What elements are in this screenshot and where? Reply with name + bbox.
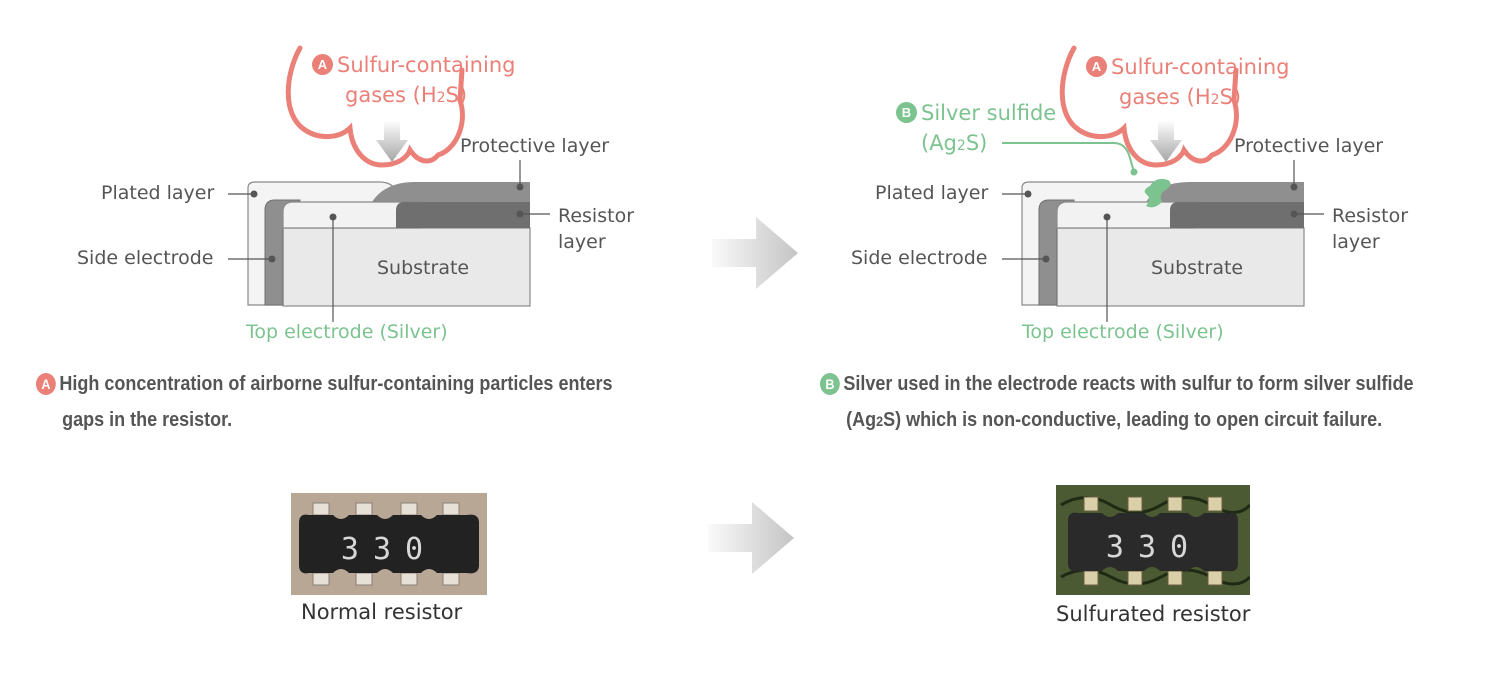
gas-down-arrow (1150, 120, 1182, 162)
gas-label-line2: gases (H (345, 83, 437, 108)
resistor-cross-section-normal (228, 45, 550, 322)
gas-label-line2-suffix: S) (1219, 85, 1242, 110)
silver-sulfide-subscript: 2 (956, 138, 966, 155)
resistor-cross-section-sulfurated (1002, 45, 1324, 322)
leader-lines (1002, 160, 1324, 322)
sulfurated-resistor-photo: 330 (1056, 485, 1250, 595)
resistor-layer-label-line2: layer (558, 231, 606, 253)
substrate-label: Substrate (1151, 257, 1244, 279)
resistor-layer-shape (1170, 202, 1304, 228)
gas-label-line1: Sulfur-containing (337, 53, 516, 77)
gas-down-arrow (376, 120, 408, 162)
badge-a-icon: A (36, 373, 56, 395)
gas-cloud-outline (1059, 45, 1239, 168)
caption-a-line2: gaps in the resistor. (62, 409, 233, 431)
caption-b-line1: Silver used in the electrode reacts with… (843, 373, 1414, 395)
sulfurated-resistor-marking: 330 (1106, 530, 1202, 565)
side-electrode-label: Side electrode (851, 247, 988, 269)
badge-a-icon: A (312, 54, 333, 75)
caption-b-subscript: 2 (876, 413, 884, 429)
plated-layer-label: Plated layer (101, 182, 215, 204)
silver-sulfide-line1: Silver sulfide (921, 101, 1057, 125)
plated-layer-label: Plated layer (875, 182, 989, 204)
silver-sulfide-leader (1002, 142, 1135, 173)
silver-sulfide-shape (1144, 178, 1171, 208)
leader-lines (228, 160, 550, 322)
transition-arrow-icon (712, 217, 798, 289)
silver-sulfide-line2: (Ag (921, 131, 957, 156)
protective-layer-label: Protective layer (460, 135, 610, 157)
normal-resistor-photo: 330 (291, 493, 487, 595)
resistor-layer-label-line1: Resistor (558, 205, 634, 227)
substrate-shape (1056, 227, 1305, 307)
gas-label-line2: gases (H (1119, 85, 1211, 110)
badge-b-icon: B (820, 373, 840, 395)
caption-b-line2-suffix: S) which is non-conductive, leading to o… (883, 409, 1383, 431)
leader-dots (1024, 183, 1298, 263)
top-electrode-shape (282, 201, 421, 229)
gas-subscript: 2 (1210, 92, 1220, 109)
sulfurated-resistor-label: Sulfurated resistor (1056, 602, 1251, 626)
leader-dots (250, 183, 524, 263)
gas-cloud-outline (285, 45, 465, 168)
silver-sulfide-dot (1130, 168, 1138, 176)
top-electrode-label: Top electrode (Silver) (1022, 321, 1224, 343)
caption-b-line2: (Ag (846, 409, 877, 431)
side-electrode-label: Side electrode (77, 247, 214, 269)
normal-resistor-marking: 330 (341, 532, 437, 567)
badge-b-icon: B (896, 102, 917, 123)
substrate-label: Substrate (377, 257, 470, 279)
top-electrode-label: Top electrode (Silver) (246, 321, 448, 343)
caption-a-line1: High concentration of airborne sulfur-co… (59, 373, 613, 395)
normal-resistor-label: Normal resistor (301, 600, 463, 624)
resistor-layer-shape (396, 202, 530, 228)
gas-label-line2-suffix: S) (445, 83, 468, 108)
gas-label-line1: Sulfur-containing (1111, 55, 1290, 79)
gas-subscript: 2 (436, 90, 446, 107)
resistor-layer-label-line2: layer (1332, 231, 1380, 253)
protective-layer-label: Protective layer (1234, 135, 1384, 157)
badge-a-icon: A (1086, 56, 1107, 77)
transition-arrow-icon (708, 502, 794, 574)
resistor-layer-label-line1: Resistor (1332, 205, 1408, 227)
silver-sulfide-line2-suffix: S) (965, 131, 988, 156)
